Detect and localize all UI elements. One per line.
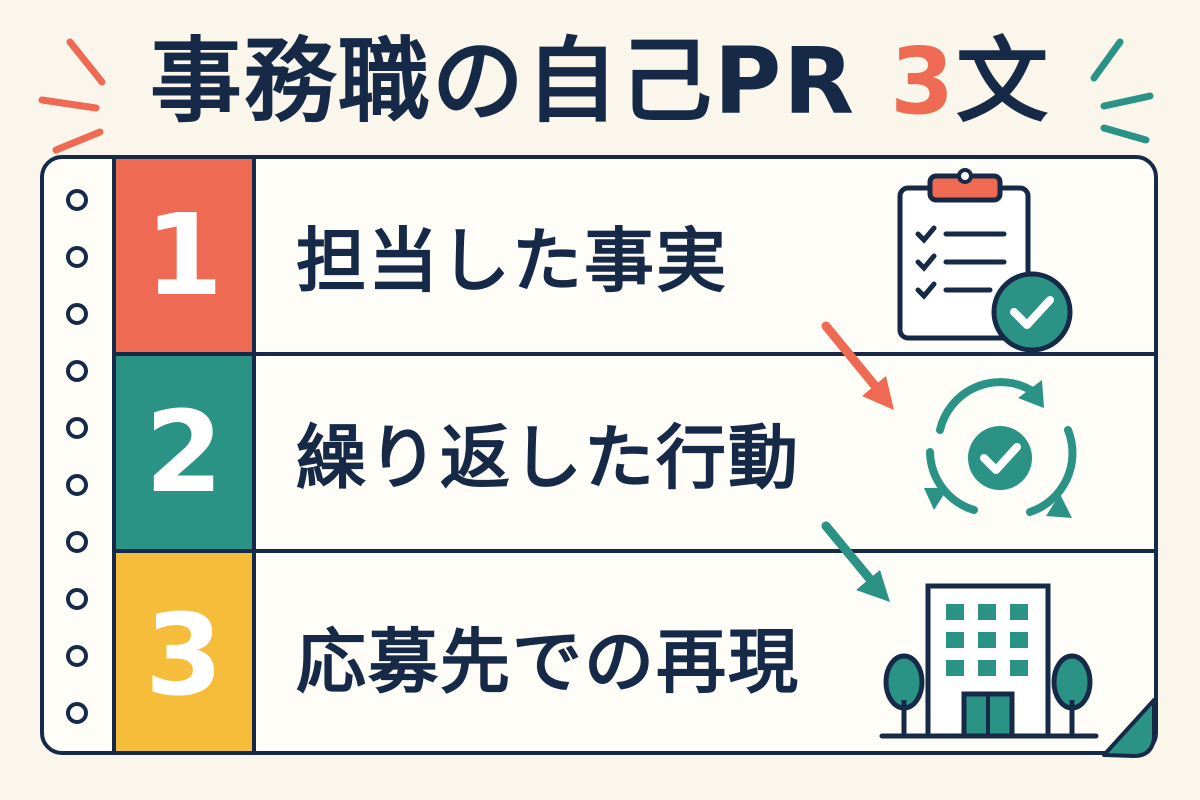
step-row-1: 1 担当した事実 [116, 159, 1154, 356]
step-number-2: 2 [116, 356, 256, 549]
step-row-3: 3 応募先での再現 [116, 553, 1154, 751]
title-decorations [38, 38, 1154, 154]
office-building-icon [879, 583, 1099, 739]
title-accent-number: 3 [890, 28, 957, 135]
title-suffix: 文 [956, 28, 1051, 135]
page-curl-icon [1102, 698, 1156, 758]
right-sparkle-icon [1090, 38, 1154, 144]
arrow-down-right-icon [821, 321, 894, 410]
binding-ring [66, 303, 88, 325]
step-number-1: 1 [116, 159, 256, 352]
step-row-2: 2 繰り返した行動 [116, 356, 1154, 553]
binding-ring [66, 189, 88, 211]
binding-ring [66, 474, 88, 496]
step-label-2: 繰り返した行動 [296, 417, 800, 499]
binding-ring [66, 702, 88, 724]
binding-ring [66, 531, 88, 553]
binding-ring [66, 246, 88, 268]
binding-ring [66, 645, 88, 667]
binding-ring [66, 360, 88, 382]
step-number-3: 3 [116, 553, 256, 751]
title-main: 事務職の自己PR [149, 28, 891, 135]
binding-ring [66, 588, 88, 610]
left-sparkle-icon [38, 38, 106, 154]
arrow-down-right-icon [821, 521, 890, 602]
page-title: 事務職の自己PR 3文 [0, 22, 1200, 142]
notebook-binding [44, 159, 116, 751]
step-label-3: 応募先での再現 [296, 620, 800, 703]
cycle-check-icon [924, 378, 1077, 518]
step-label-1: 担当した事実 [296, 220, 728, 302]
clipboard-checklist-icon [897, 168, 1073, 353]
binding-ring [66, 417, 88, 439]
